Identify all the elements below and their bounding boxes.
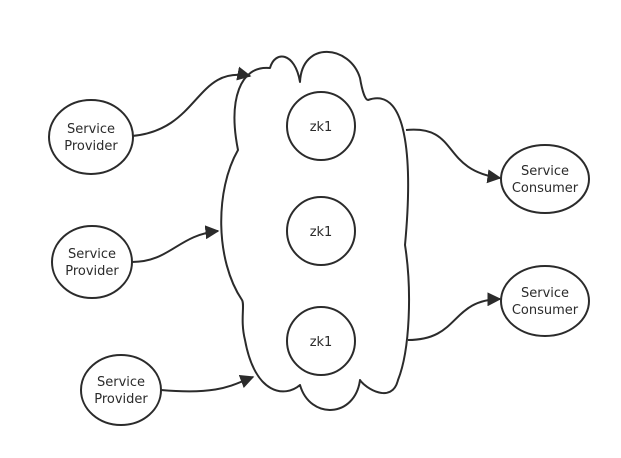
edge-cluster-to-consumer-1 — [405, 128, 502, 184]
service-provider-2-line2: Provider — [65, 264, 119, 279]
service-provider-2: Service Provider — [51, 225, 133, 299]
service-consumer-2: Service Consumer — [500, 265, 590, 337]
service-consumer-1-line1: Service — [521, 164, 569, 179]
edge-provider-1-to-cluster — [131, 66, 252, 137]
service-consumer-1-line2: Consumer — [512, 181, 579, 196]
service-provider-1-line2: Provider — [64, 139, 118, 154]
service-provider-1: Service Provider — [48, 99, 134, 175]
zk-node-3: zk1 — [286, 306, 356, 376]
service-provider-1-line1: Service — [67, 122, 115, 137]
edge-provider-3-to-cluster — [160, 374, 255, 393]
service-consumer-2-line2: Consumer — [512, 303, 579, 318]
service-provider-2-line1: Service — [68, 247, 116, 262]
edge-provider-2-to-cluster — [131, 225, 220, 263]
zk-node-1: zk1 — [286, 91, 356, 161]
edge-cluster-to-consumer-2 — [407, 292, 502, 341]
service-consumer-2-line1: Service — [521, 286, 569, 301]
service-provider-3-line2: Provider — [94, 392, 148, 407]
zk-node-1-label: zk1 — [310, 120, 333, 135]
service-provider-3: Service Provider — [80, 354, 162, 426]
zk-node-2-label: zk1 — [310, 225, 333, 240]
service-consumer-1: Service Consumer — [500, 144, 590, 214]
service-provider-3-line1: Service — [97, 375, 145, 390]
zk-node-3-label: zk1 — [310, 335, 333, 350]
zk-node-2: zk1 — [286, 196, 356, 266]
